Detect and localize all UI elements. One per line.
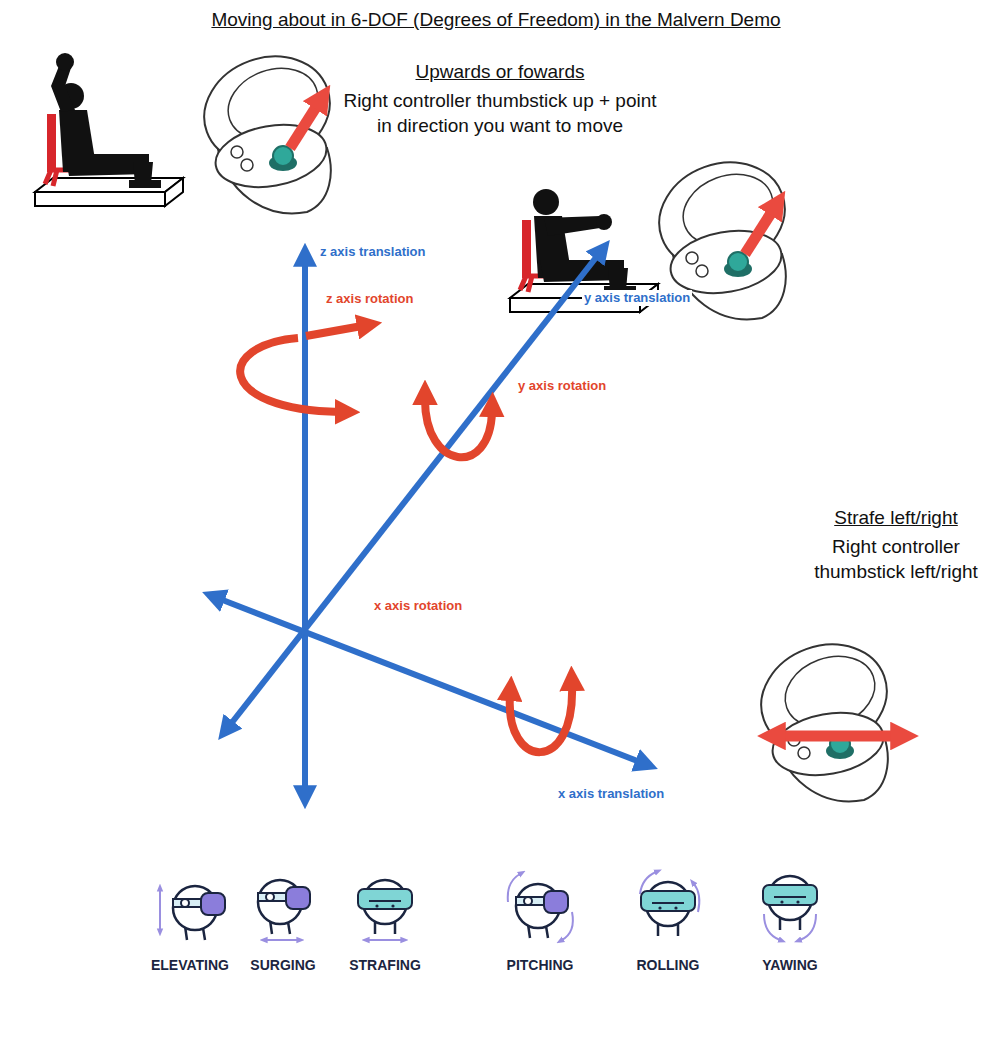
motion-icons [641, 882, 695, 936]
axis-label: x axis translation [556, 786, 666, 802]
axes [220, 255, 640, 790]
axis-label: y axis rotation [516, 378, 608, 394]
motion-label: ELEVATING [151, 956, 229, 974]
axis-label: z axis translation [318, 244, 427, 260]
axes [230, 255, 598, 725]
axis-label: x axis rotation [372, 598, 464, 614]
controller-strafe [746, 627, 902, 801]
seated-figure-pointing [596, 214, 612, 230]
motion-icons [160, 872, 817, 940]
motion-icons [258, 880, 310, 934]
motion-icons [368, 939, 402, 941]
motion-icons [694, 884, 699, 912]
motion-label: ROLLING [637, 956, 700, 974]
axes [302, 262, 308, 790]
seated-figure-raised [51, 66, 75, 112]
instruction-heading: Upwards or fowards [416, 60, 585, 84]
motion-icons [173, 886, 225, 940]
instruction-heading: Strafe left/right [834, 506, 958, 530]
motion-icons [508, 874, 520, 902]
motion-label: PITCHING [507, 956, 574, 974]
motion-icons [763, 876, 817, 930]
controller-up [189, 39, 345, 213]
diagram-title: Moving about in 6-DOF (Degrees of Freedo… [211, 8, 780, 32]
motion-icons [800, 914, 816, 940]
instruction-text: Right controller thumbstick left/right [801, 534, 991, 584]
axis-label: z axis rotation [324, 291, 415, 307]
rotation-arrows [425, 400, 492, 457]
axes [220, 599, 640, 762]
motion-label: STRAFING [349, 956, 421, 974]
seated-figure-pointing [544, 216, 600, 236]
instruction-text: Right controller thumbstick up + point i… [335, 88, 665, 138]
motion-icons [562, 912, 573, 940]
motion-label: YAWING [762, 956, 818, 974]
motion-icons [764, 914, 780, 940]
thumbstick-arrow [745, 210, 773, 254]
motion-icons [640, 872, 656, 894]
rotation-arrows [510, 686, 572, 752]
rotation-arrows [306, 326, 362, 336]
controller-up [189, 39, 345, 213]
rotation-arrows [240, 338, 340, 412]
motion-icons [516, 884, 568, 938]
motion-icons [358, 880, 412, 934]
axis-label: y axis translation [582, 290, 692, 306]
seated-figure-raised [35, 53, 183, 206]
motion-label: SURGING [250, 956, 315, 974]
strafe-arrow [780, 731, 896, 742]
motion-icons [266, 939, 298, 941]
seated-figure-raised [56, 53, 74, 71]
controller-strafe [746, 627, 902, 801]
thumbstick-arrow [290, 104, 318, 148]
motion-icons [159, 890, 161, 930]
